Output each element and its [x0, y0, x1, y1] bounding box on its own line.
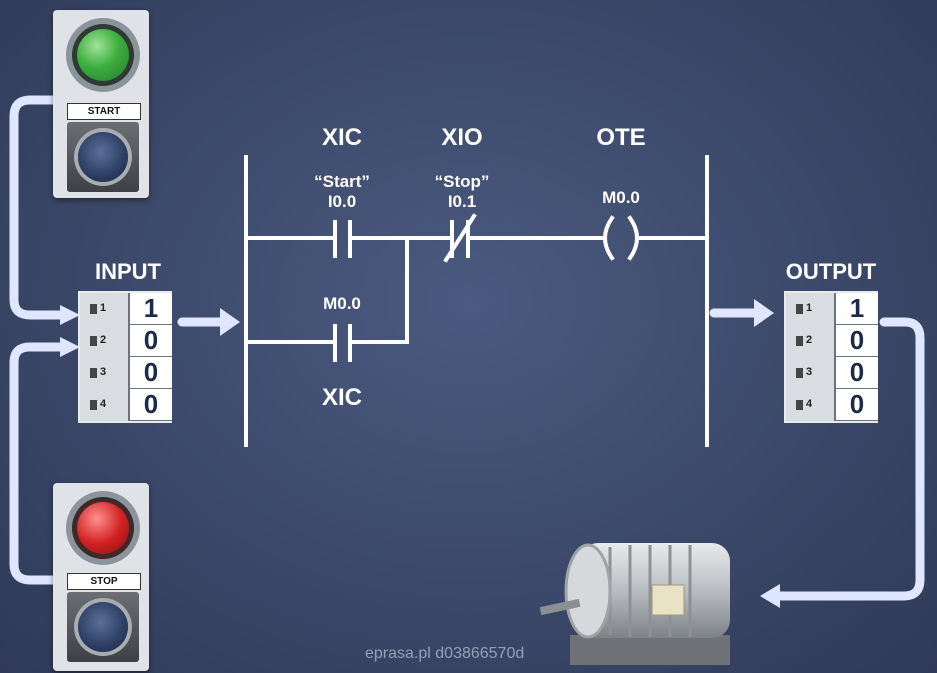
start-address-label: I0.0	[327, 192, 357, 211]
start-button-cap	[78, 132, 128, 182]
ote-type-label: OTE	[596, 124, 646, 151]
branch-wire-b	[348, 236, 409, 344]
slot-value: 0	[128, 389, 172, 421]
start-button-label: START	[67, 103, 141, 120]
stop-signal-wire	[9, 342, 65, 585]
slot-value: 0	[834, 389, 878, 421]
slot-number: 1	[100, 302, 107, 314]
slot-value: 0	[834, 325, 878, 357]
slot-value: 0	[834, 357, 878, 389]
watermark: eprasa.pl d03866570d	[365, 645, 525, 662]
motor-shaft	[540, 598, 581, 616]
stop-indicator-lamp	[72, 497, 134, 559]
xio-stop-diagonal	[443, 213, 477, 263]
coil-address-label: M0.0	[602, 188, 640, 207]
motor-icon	[540, 543, 730, 665]
led-icon	[796, 336, 803, 346]
stop-address-label: I0.1	[447, 192, 477, 211]
slot-number: 1	[806, 302, 813, 314]
terminal-box	[651, 584, 685, 616]
start-pushbutton[interactable]	[67, 122, 139, 192]
led-icon	[796, 368, 803, 378]
slot-number: 4	[806, 398, 813, 410]
stop-button-panel: STOP	[53, 483, 149, 671]
motor-base	[570, 635, 730, 665]
output-arrowhead	[754, 299, 774, 327]
seal-type-label: XIC	[321, 384, 362, 411]
led-icon	[90, 368, 97, 378]
slot-value: 0	[128, 325, 172, 357]
input-title: INPUT	[95, 259, 161, 284]
seal-address-label: M0.0	[323, 294, 361, 313]
slot-number: 2	[100, 334, 107, 346]
xic-type-label: XIC	[321, 124, 362, 151]
motor-wire-arrowhead	[760, 584, 780, 608]
output-title: OUTPUT	[785, 259, 877, 284]
slot-value: 1	[834, 293, 878, 325]
slot-value: 0	[128, 357, 172, 389]
stop-tag-label: “Stop”	[434, 172, 490, 191]
stop-button-cap	[78, 602, 128, 652]
led-icon	[796, 400, 803, 410]
xio-type-label: XIO	[441, 124, 483, 151]
start-wire-arrowhead	[60, 305, 80, 325]
led-icon	[90, 336, 97, 346]
coil-left-arc	[603, 215, 615, 261]
motor-endcap	[564, 543, 612, 639]
stop-button-label: STOP	[67, 573, 141, 590]
stop-wire-arrowhead	[60, 337, 80, 357]
start-tag-label: “Start”	[314, 172, 370, 191]
led-icon	[796, 304, 803, 314]
start-signal-wire	[9, 95, 65, 320]
slot-number: 3	[806, 366, 813, 378]
slot-number: 4	[100, 398, 107, 410]
slot-number: 2	[806, 334, 813, 346]
stop-pushbutton[interactable]	[67, 592, 139, 662]
input-arrowhead	[220, 308, 240, 336]
slot-value: 1	[128, 293, 172, 325]
output-to-motor-wire	[775, 317, 925, 601]
start-indicator-lamp	[72, 24, 134, 86]
start-button-panel: START	[53, 10, 149, 198]
led-icon	[90, 304, 97, 314]
slot-number: 3	[100, 366, 107, 378]
led-icon	[90, 400, 97, 410]
